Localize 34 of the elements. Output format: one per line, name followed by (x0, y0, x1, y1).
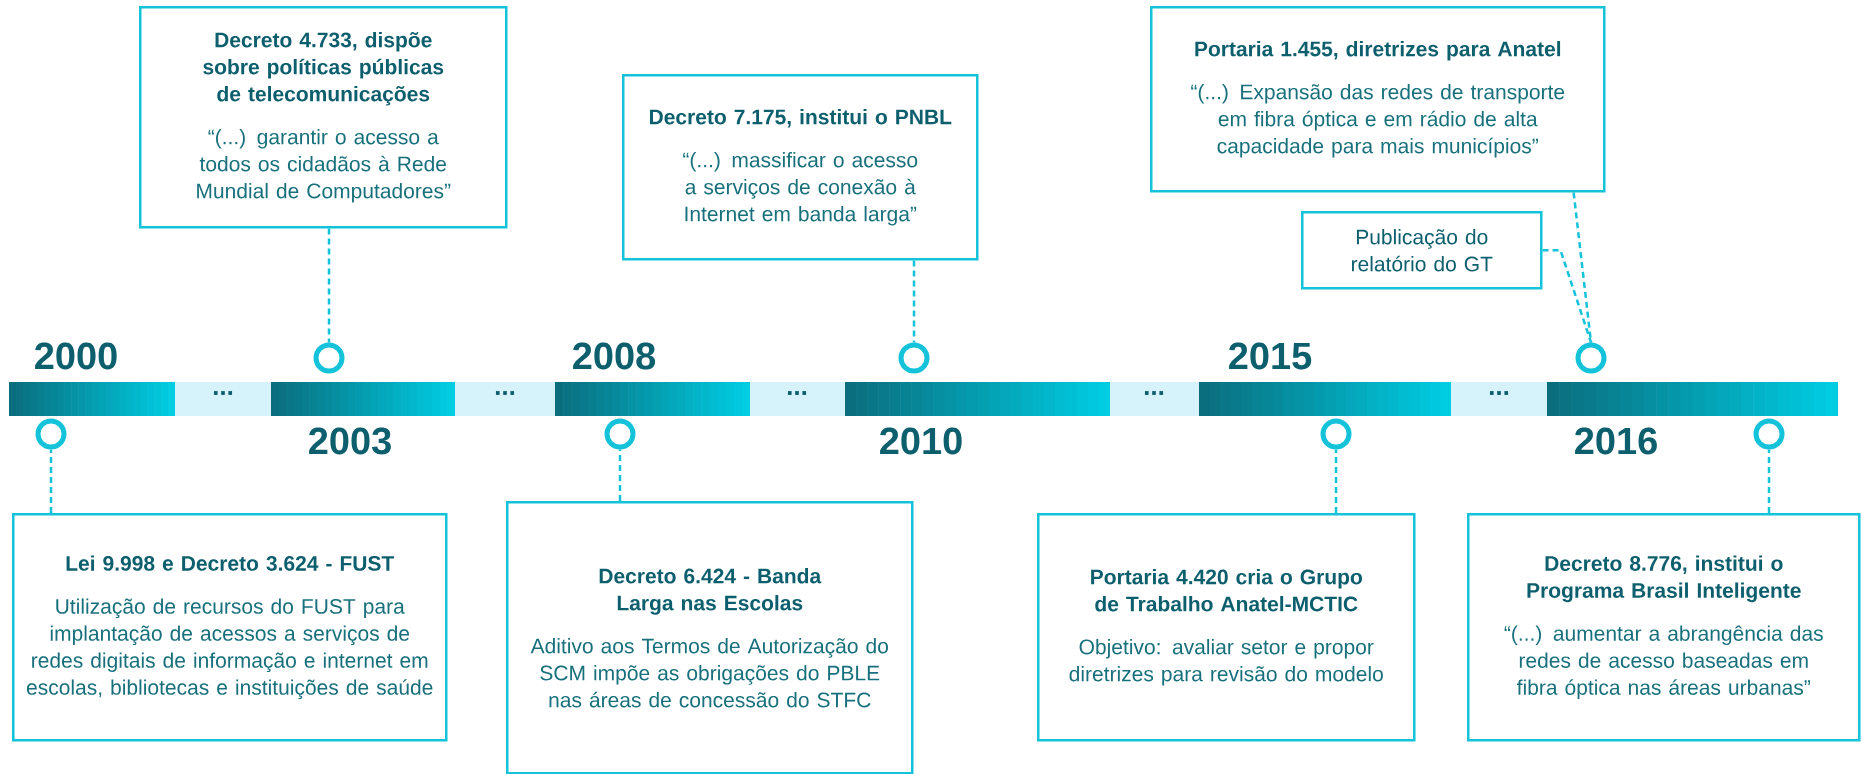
event-box: Decreto 6.424 - Banda Larga nas Escolas Aditivo aos Termos de Autorização do SCM impõe as obrigações do PBLE nas áreas de concessão do STFC (506, 501, 914, 774)
leader-line (1542, 249, 1593, 343)
leader-line (1767, 449, 1771, 513)
timeline-marker (604, 418, 636, 450)
year-label: 2000 (35, 342, 117, 370)
ellipsis-label: ... (787, 391, 807, 395)
timeline-marker (35, 418, 67, 450)
event-box: Decreto 4.733, dispõe sobre políticas públicas de telecomunicações “(...) garantir o acesso a todos os cidadãos à Rede Mundial de Computadores” (139, 6, 508, 229)
event-box: Decreto 7.175, institui o PNBL “(...) massificar o acesso a serviços de conexão à Internet em banda larga” (622, 74, 979, 261)
note-box: Publicação do relatório do GT (1301, 211, 1543, 290)
ellipsis-label: ... (213, 391, 233, 395)
timeline-marker (898, 342, 930, 374)
leader-line (1572, 192, 1593, 343)
ellipsis-label: ... (495, 391, 515, 395)
year-label: 2010 (880, 427, 962, 455)
timeline-marker (313, 342, 345, 374)
event-box: Lei 9.998 e Decreto 3.624 - FUST Utilização de recursos do FUST para implantação de acessos a serviços de redes digitais de informação e internet em escolas, bibliotecas e instituições de saúde (12, 513, 448, 742)
timeline-marker (1320, 418, 1352, 450)
leader-line (1334, 449, 1338, 513)
ellipsis-label: ... (1144, 391, 1164, 395)
event-box: Portaria 1.455, diretrizes para Anatel “(...) Expansão das redes de transporte em fibra óptica e em rádio de alta capacidade para mais municípios” (1150, 6, 1606, 193)
event-box: Portaria 4.420 cria o Grupo de Trabalho Anatel-MCTIC Objetivo: avaliar setor e propor diretrizes para revisão do modelo (1037, 513, 1416, 742)
year-label: 2015 (1229, 342, 1312, 370)
leader-line (618, 449, 622, 501)
ellipsis-label: ... (1489, 391, 1509, 395)
year-label: 2008 (573, 342, 656, 370)
year-label: 2003 (309, 427, 391, 455)
leader-line (327, 228, 331, 343)
event-box: Decreto 8.776, institui o Programa Brasil Inteligente “(...) aumentar a abrangência das redes de acesso baseadas em fibra óptica nas áreas urbanas” (1467, 513, 1861, 742)
leader-line (49, 449, 53, 513)
year-label: 2016 (1575, 427, 1657, 455)
timeline-marker (1753, 418, 1785, 450)
timeline-marker (1575, 342, 1607, 374)
leader-line (912, 260, 916, 343)
